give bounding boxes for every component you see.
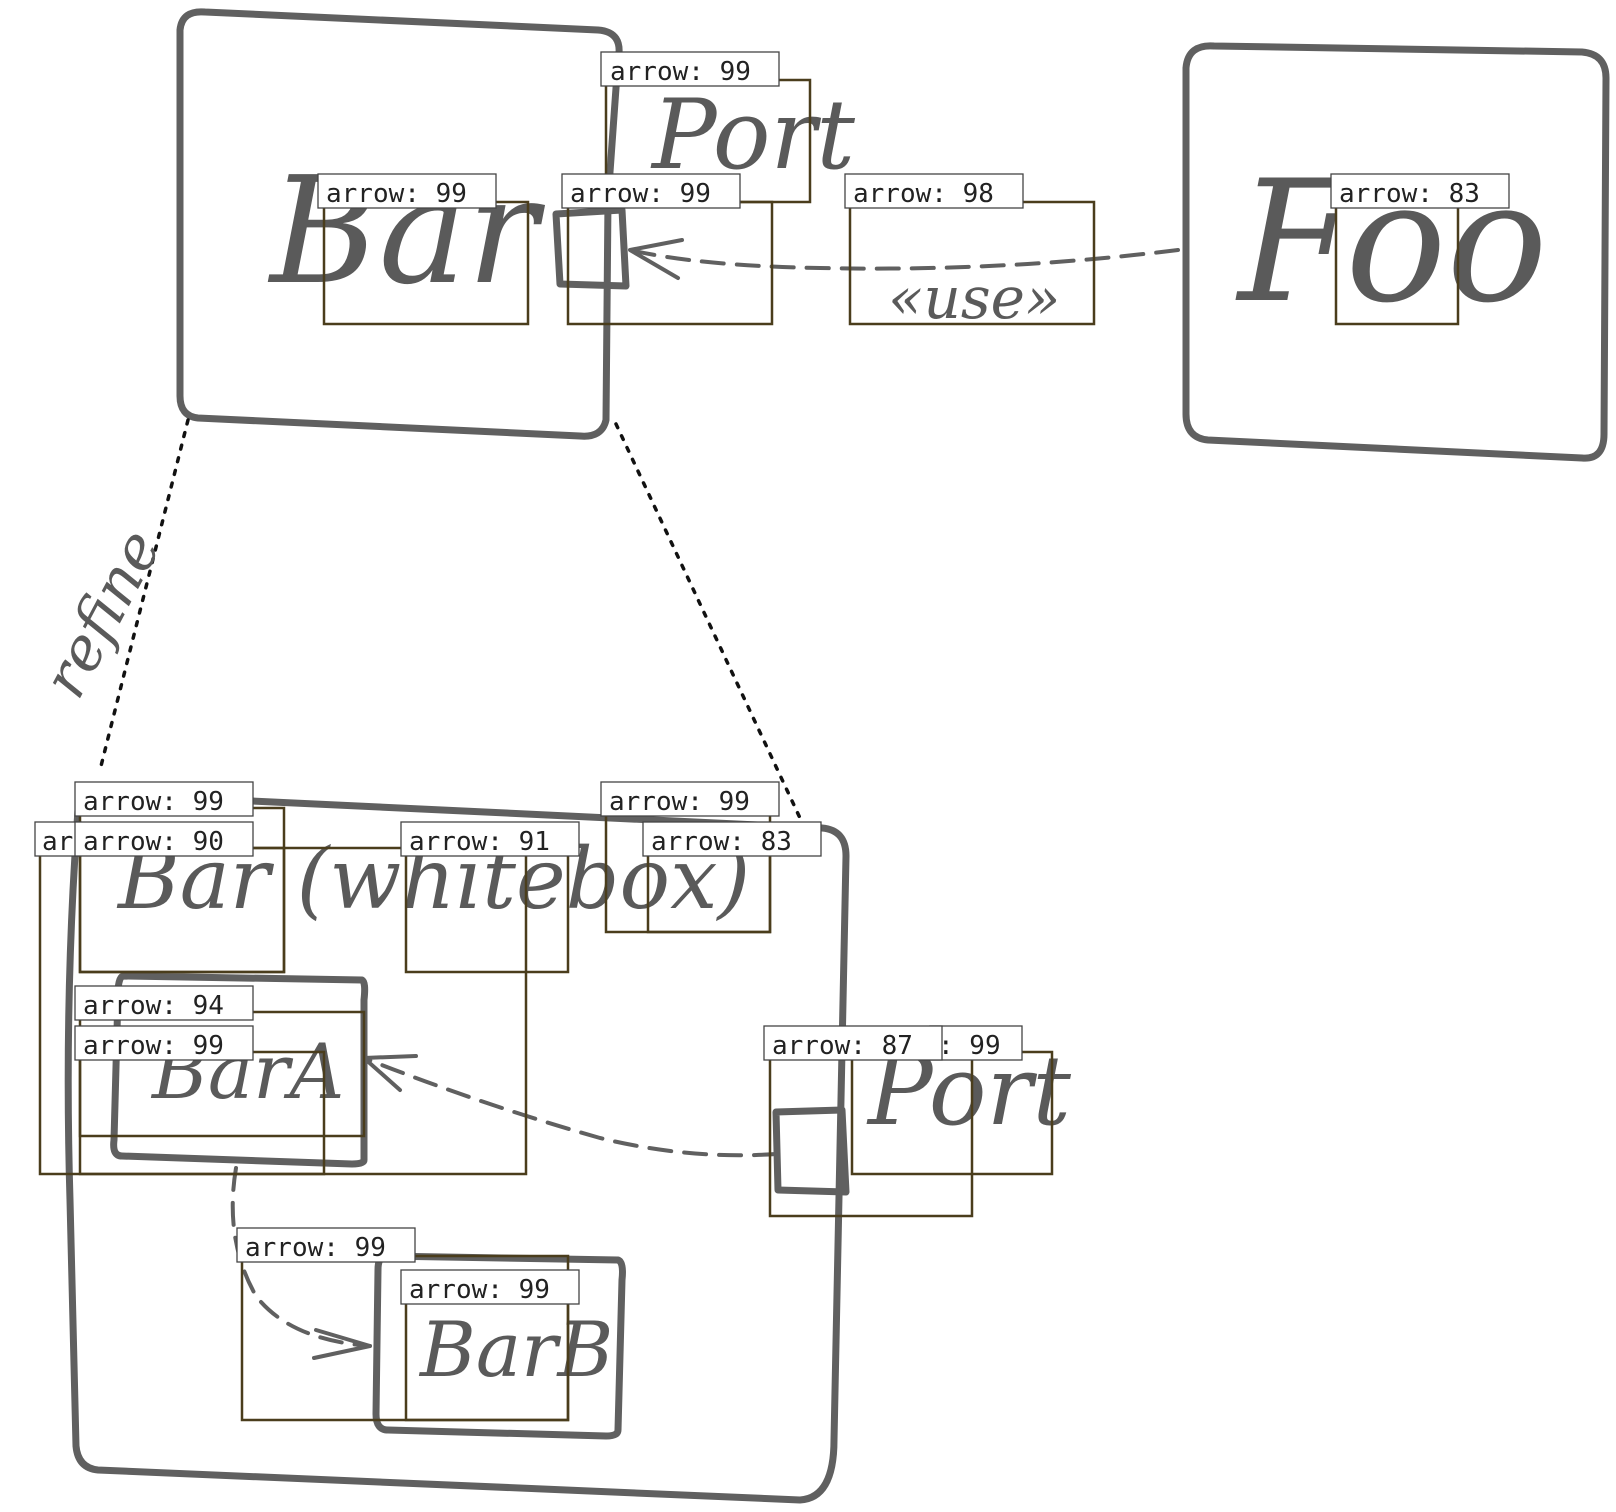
bar-whitebox-outline[interactable] [64,790,850,1504]
detection-overlay: arrow: 99 arrow: 99 arrow: 99 arrow: 98 … [34,51,1510,1422]
detection-tag: arrow: 83 [1330,173,1510,209]
refine-line-left[interactable] [98,418,190,772]
refine-line-right[interactable] [614,422,802,820]
detection-tag: arrow: 87 [763,1025,943,1061]
bar-a-to-bar-b-arrowhead [312,1328,372,1360]
detection-tag: arrow: 99 [600,781,780,817]
svg-text:arrow: 99: arrow: 99 [570,179,711,209]
detection-tag: arrow: 83 [642,821,822,857]
bar-port-label: Port [650,79,855,191]
refine-label: refine [29,519,175,709]
svg-text:arrow: 99: arrow: 99 [409,1275,550,1305]
svg-text:arrow: 99: arrow: 99 [610,57,751,87]
svg-text:arrow: 99: arrow: 99 [609,787,750,817]
detection-tag: arrow: 91 [400,821,580,857]
detection-tag: arrow: 99 [74,781,254,817]
bar-a-to-bar-b-arrow[interactable] [230,1166,372,1348]
detection-tag: : 99 [929,1025,1023,1061]
detection-tag: arrow: 99 [600,51,780,87]
detection-tag: arrow: 99 [317,173,497,209]
sketch-layer: Bar Port Foo «use» refine Bar (whitebox)… [29,8,1610,1504]
use-arrowhead [628,238,684,280]
bar-port-square[interactable] [552,206,630,290]
svg-text:arrow: 99: arrow: 99 [245,1233,386,1263]
detection-tag: ar [34,821,82,857]
whitebox-port-square[interactable] [772,1106,850,1196]
detection-tag: arrow: 99 [400,1269,580,1305]
detection-tag: arrow: 99 [561,173,741,209]
port-to-bar-a-arrow[interactable] [362,1056,778,1158]
detection-tag: arrow: 99 [74,1025,254,1061]
svg-text:arrow: 99: arrow: 99 [326,179,467,209]
detection-tag: arrow: 98 [844,173,1024,209]
bar-block-title: Bar [267,145,546,317]
svg-text:arrow: 83: arrow: 83 [1339,179,1480,209]
bar-block-outline[interactable] [176,8,623,440]
svg-text:arrow: 83: arrow: 83 [651,827,792,857]
bar-b-outline[interactable] [372,1252,626,1440]
detection-tag: arrow: 90 [74,821,254,857]
foo-block-outline[interactable] [1182,42,1610,462]
svg-text:arrow: 91: arrow: 91 [409,827,550,857]
svg-text:arrow: 99: arrow: 99 [83,1031,224,1061]
svg-text:: 99: : 99 [938,1031,1001,1061]
svg-text:arrow: 99: arrow: 99 [83,787,224,817]
detection-tag: arrow: 94 [74,985,254,1021]
bar-b-label: BarB [418,1305,613,1394]
svg-text:ar: ar [42,827,73,857]
use-label: «use» [888,264,1060,332]
svg-text:arrow: 87: arrow: 87 [772,1031,913,1061]
detection-tag: arrow: 99 [236,1227,416,1263]
svg-text:arrow: 98: arrow: 98 [853,179,994,209]
svg-text:arrow: 90: arrow: 90 [83,827,224,857]
use-dependency-arrow[interactable] [628,248,1180,271]
svg-text:arrow: 94: arrow: 94 [83,991,224,1021]
